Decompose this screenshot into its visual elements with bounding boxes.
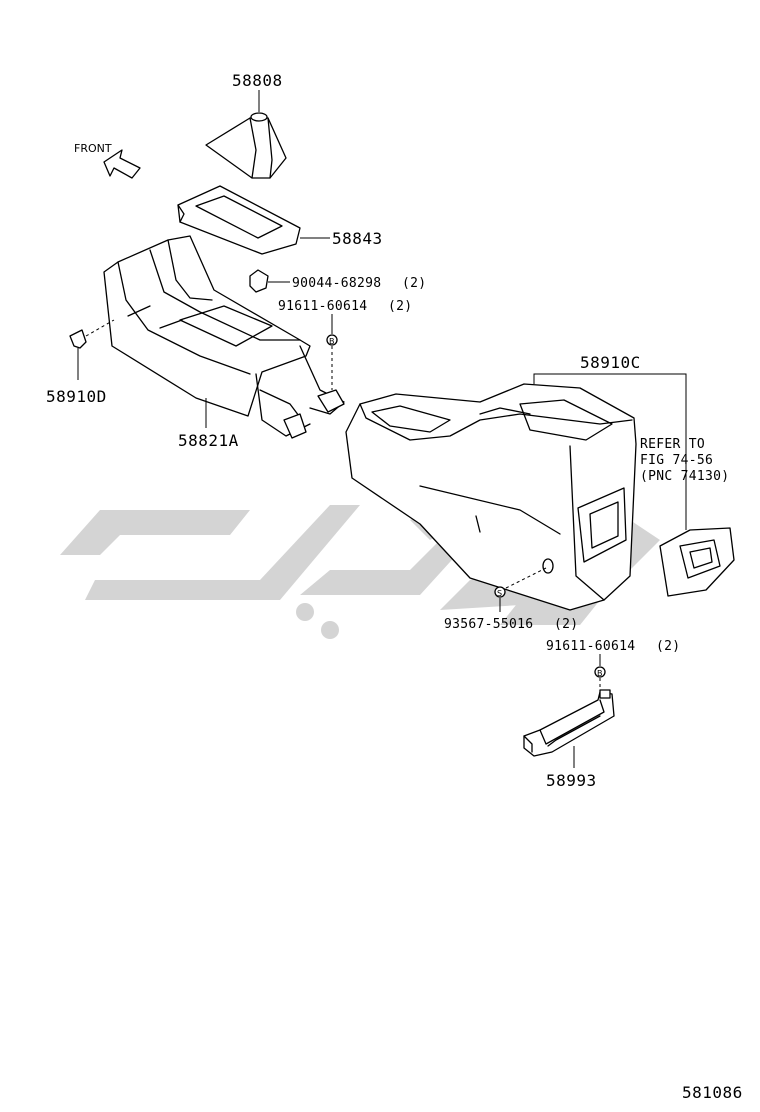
dash-grommet [85,319,115,337]
grommet-icon [69,329,87,349]
part-number-58821a: 58821A [178,431,239,450]
screw-rear-icon [594,666,606,678]
part-number-58910d: 58910D [46,387,107,406]
front-console-drawing [103,235,345,439]
mark-b2: B [597,669,603,678]
shift-boot-drawing [205,112,287,179]
front-arrow-icon [103,149,141,179]
dash-cap-screw [505,567,547,589]
ashtray-drawing [659,527,735,597]
qty-cap-screw: (2) [554,617,578,632]
rear-console-drawing [345,383,637,611]
cap-screw-icon [494,586,506,598]
qty-screw-rear: (2) [656,639,680,654]
figure-number: 581086 [682,1083,743,1102]
front-label: FRONT [74,142,112,155]
part-number-clip: 90044-68298 [292,276,381,291]
part-number-58843: 58843 [332,229,383,248]
refer-line-1: REFER TO [640,437,705,452]
part-number-screw-rear: 91611-60614 [546,639,635,654]
bracket-drawing [523,689,615,757]
bezel-drawing [177,185,301,255]
part-number-58808: 58808 [232,71,283,90]
part-number-cap-screw: 93567-55016 [444,617,533,632]
bracket-58910c [533,373,687,386]
qty-screw-front: (2) [388,299,412,314]
screw-front-icon [326,334,338,346]
clip-icon [249,269,269,293]
mark-s1: S [497,589,502,598]
part-number-58993: 58993 [546,771,597,790]
part-number-screw-front: 91611-60614 [278,299,367,314]
qty-clip: (2) [402,276,426,291]
refer-line-2: FIG 74-56 [640,453,713,468]
part-number-58910c: 58910C [580,353,641,372]
refer-line-3: (PNC 74130) [640,469,729,484]
mark-b1: B [329,337,335,346]
